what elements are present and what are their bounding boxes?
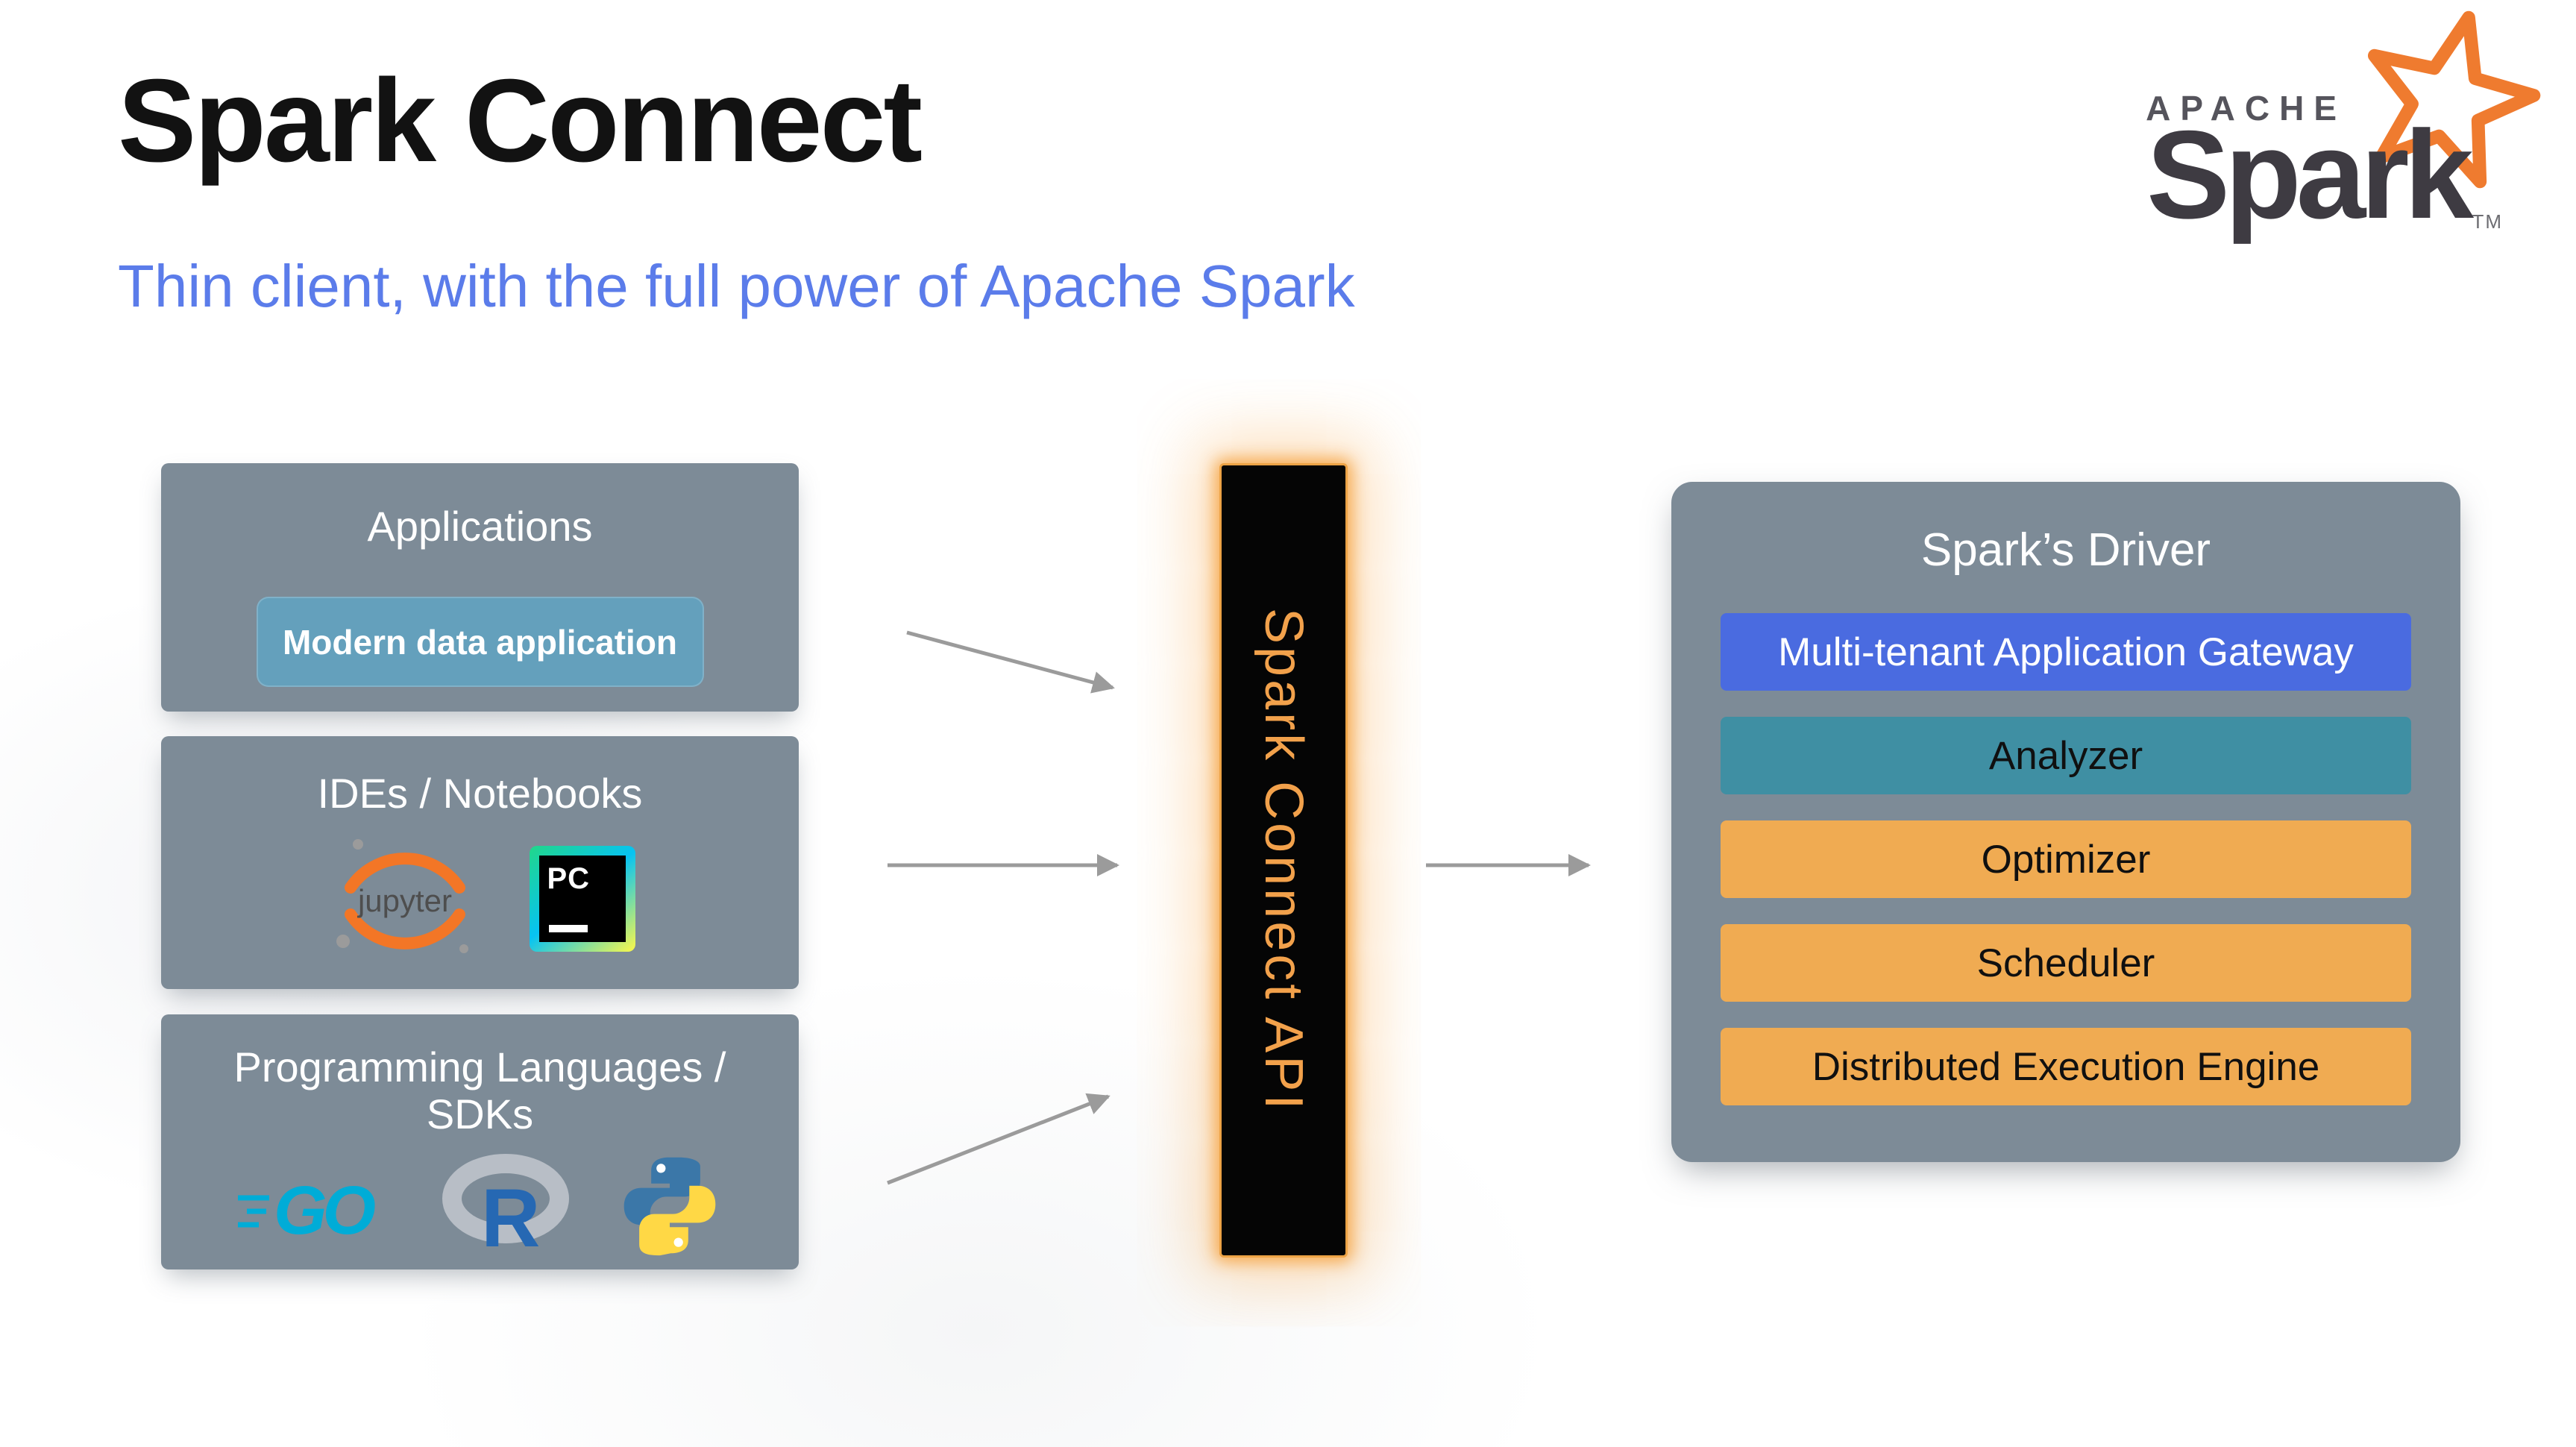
spark-driver-panel: Spark’s Driver Multi-tenant Application … xyxy=(1671,482,2460,1162)
spark-star-icon xyxy=(2367,10,2541,189)
applications-panel: Applications Modern data application xyxy=(161,463,799,712)
spark-connect-api-label: Spark Connect API xyxy=(1254,608,1313,1113)
python-icon xyxy=(623,1158,715,1256)
go-label: GO xyxy=(274,1173,376,1249)
apache-label: APACHE xyxy=(2146,89,2346,128)
spark-connect-api-bar: Spark Connect API xyxy=(1219,463,1348,1258)
driver-layer-gateway: Multi-tenant Application Gateway xyxy=(1721,613,2411,691)
trademark-label: TM xyxy=(2472,210,2503,233)
pycharm-underscore xyxy=(548,925,588,932)
pycharm-icon: PC xyxy=(529,846,635,952)
page-subtitle: Thin client, with the full power of Apac… xyxy=(118,253,1355,319)
spark-wordmark: Spark xyxy=(2146,104,2474,245)
arrow-applications-to-api xyxy=(906,630,1115,694)
ides-icons-row: jupyter PC xyxy=(161,828,799,970)
languages-icons-row: GO R xyxy=(161,1151,799,1260)
languages-sdks-panel: Programming Languages / SDKs GO R xyxy=(161,1014,799,1269)
applications-panel-title: Applications xyxy=(367,503,593,550)
arrow-languages-to-api xyxy=(887,1093,1110,1185)
driver-layer-scheduler: Scheduler xyxy=(1721,924,2411,1002)
jupyter-label: jupyter xyxy=(356,883,451,918)
pycharm-label: PC xyxy=(547,862,591,895)
driver-layer-analyzer: Analyzer xyxy=(1721,717,2411,794)
driver-layer-execution-engine: Distributed Execution Engine xyxy=(1721,1028,2411,1105)
driver-layers: Multi-tenant Application Gateway Analyze… xyxy=(1721,613,2411,1105)
page-title: Spark Connect xyxy=(118,55,923,186)
go-icon: GO xyxy=(237,1173,380,1249)
jupyter-icon: jupyter xyxy=(336,839,468,953)
apache-spark-logo: APACHE Spark TM xyxy=(2049,7,2542,254)
r-icon: R xyxy=(442,1154,569,1258)
r-label: R xyxy=(481,1173,540,1258)
driver-layer-optimizer: Optimizer xyxy=(1721,820,2411,898)
spark-driver-title: Spark’s Driver xyxy=(1920,524,2211,576)
ides-panel-title: IDEs / Notebooks xyxy=(317,770,643,817)
ides-notebooks-panel: IDEs / Notebooks jupyter PC xyxy=(161,736,799,989)
modern-data-application-pill: Modern data application xyxy=(256,597,704,687)
languages-panel-title: Programming Languages / SDKs xyxy=(233,1043,726,1137)
